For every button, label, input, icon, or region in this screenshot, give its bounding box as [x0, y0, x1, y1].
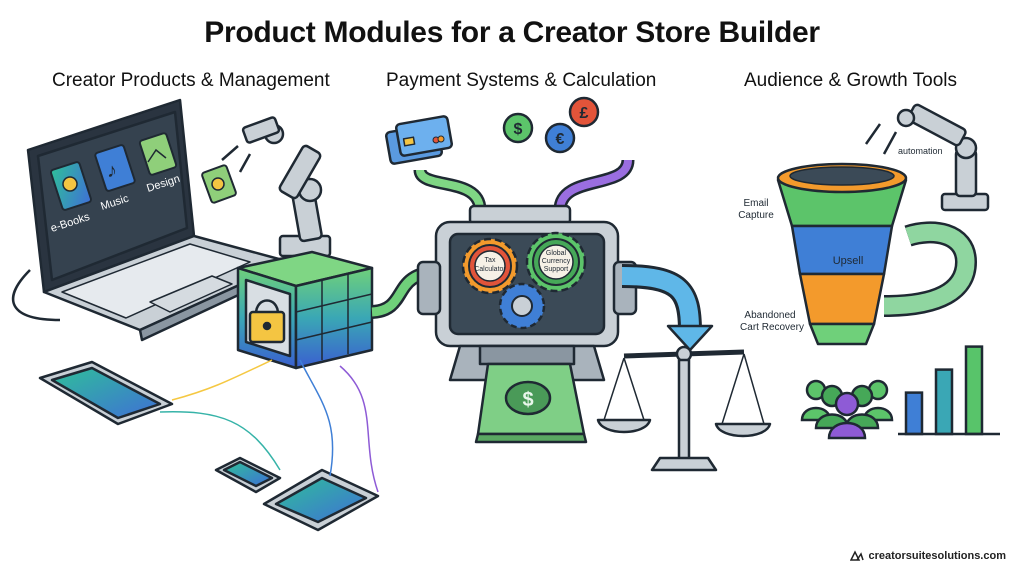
laptop-cable	[11, 269, 61, 322]
credit-card-icon	[385, 115, 453, 165]
growth-bar	[964, 345, 984, 436]
music-note-icon: ♪	[107, 160, 117, 182]
watermark-text: creatorsuitesolutions.com	[868, 550, 1006, 562]
label-automation: automation	[898, 146, 943, 156]
coin-euro: €	[544, 122, 576, 154]
wire-teal	[159, 411, 281, 471]
product-tile-design	[138, 132, 178, 176]
gear-label-currency-line1: Global	[546, 250, 567, 257]
cash-dollar-icon: $	[522, 389, 533, 411]
growth-bar	[904, 391, 924, 436]
label-email-line1: Email	[743, 198, 768, 209]
gear-icon-small	[498, 282, 546, 330]
coin-pound: £	[568, 96, 600, 128]
gear-label-tax-line1: Tax	[485, 257, 496, 264]
wire-blue	[299, 359, 334, 477]
cash-bill	[474, 362, 588, 444]
section-heading-products: Creator Products & Management	[52, 70, 330, 91]
svg-text:£: £	[580, 105, 589, 122]
growth-bar	[934, 368, 954, 436]
label-upsell: Upsell	[833, 255, 864, 267]
arrow-head	[666, 324, 714, 352]
gear-icon-tax	[461, 237, 519, 295]
small-tablet-device	[262, 468, 380, 532]
product-tile-ebooks	[50, 161, 92, 211]
section-heading-payments: Payment Systems & Calculation	[386, 70, 657, 91]
label-email-line2: Capture	[738, 210, 774, 221]
section-heading-audience: Audience & Growth Tools	[744, 70, 957, 91]
watermark: creatorsuitesolutions.com	[850, 550, 1006, 562]
card-pipe	[416, 168, 484, 211]
label-abandoned-line1: Abandoned	[744, 310, 795, 321]
lightbulb-icon	[211, 177, 225, 191]
sales-funnel	[776, 162, 977, 346]
growth-bar-chart	[904, 345, 984, 436]
label-abandoned-line2: Cart Recovery	[740, 322, 804, 333]
robot-arm-right	[864, 103, 990, 212]
vault-cube	[236, 250, 374, 370]
phone-device	[214, 456, 282, 494]
coin-pipe	[556, 159, 632, 211]
diagram-title: Product Modules for a Creator Store Buil…	[204, 16, 820, 49]
arrow-to-scale	[621, 267, 699, 331]
brand-icon	[850, 550, 865, 561]
product-tile-music: ♪	[94, 144, 136, 192]
gear-icon-currency	[525, 231, 587, 293]
gear-label-currency-line2: Currency	[542, 258, 571, 265]
audience-icon	[800, 379, 894, 440]
wire-yellow	[171, 359, 273, 401]
svg-text:€: €	[556, 131, 565, 148]
lock-icon	[248, 299, 286, 344]
gear-label-currency-line3: Support	[544, 266, 569, 273]
wire-purple	[339, 365, 379, 493]
tablet-device	[38, 360, 174, 426]
gear-label-tax-line2: Calculator	[474, 266, 506, 273]
robot-arm-left	[221, 116, 332, 258]
svg-text:$: $	[514, 121, 523, 138]
balance-scale	[596, 345, 772, 472]
coin-dollar: $	[502, 112, 534, 144]
